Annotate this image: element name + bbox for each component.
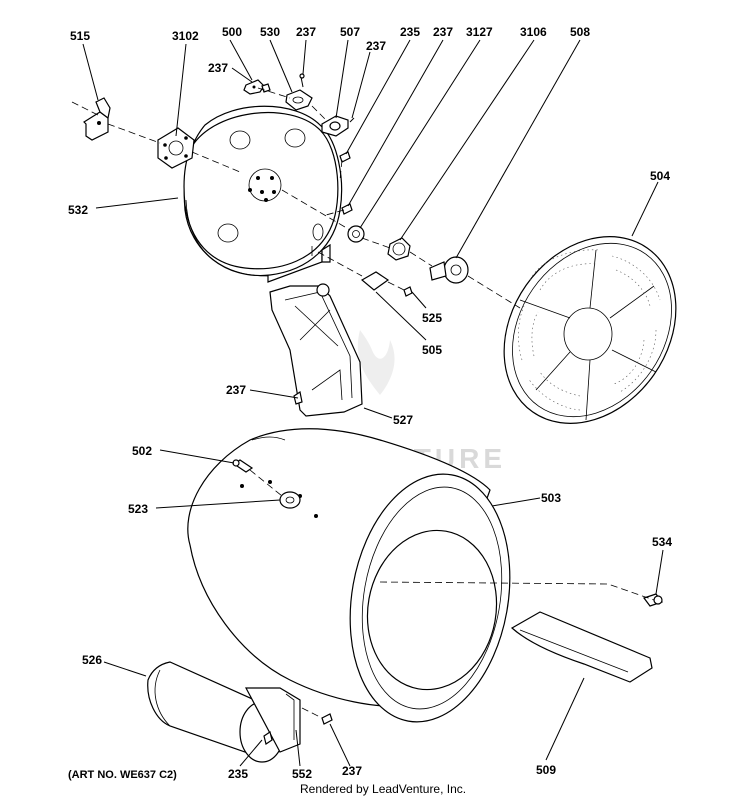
part-labels: 515 3102 500 530 237 507 237 235 237 312… [68, 25, 672, 781]
label-507: 507 [340, 25, 360, 39]
alignment-lines [71, 87, 655, 719]
label-237-top: 237 [296, 25, 316, 39]
label-237-bottom: 237 [342, 764, 362, 778]
label-237-left: 237 [208, 61, 228, 75]
rear-bulkhead[interactable] [183, 105, 343, 283]
label-504: 504 [650, 169, 670, 183]
baffle-509[interactable] [510, 611, 653, 683]
front-drum-cover-504[interactable] [469, 203, 712, 456]
label-502: 502 [132, 444, 152, 458]
label-515: 515 [70, 29, 90, 43]
bearing-plate-3102[interactable] [157, 127, 195, 169]
clip-500[interactable] [243, 79, 265, 95]
pad-505[interactable] [360, 271, 390, 291]
art-number: (ART NO. WE637 C2) [68, 769, 177, 781]
washer-3127[interactable] [347, 225, 365, 243]
label-237-bracket: 237 [226, 383, 246, 397]
label-523: 523 [128, 502, 148, 516]
label-505: 505 [422, 343, 442, 357]
screw-237-c[interactable] [341, 203, 353, 215]
label-3127: 3127 [466, 25, 493, 39]
label-3106: 3106 [520, 25, 547, 39]
label-532: 532 [68, 203, 88, 217]
label-503: 503 [541, 491, 561, 505]
drum-503[interactable] [187, 428, 529, 735]
bracket-527[interactable] [269, 283, 363, 417]
label-534: 534 [652, 535, 672, 549]
plate-530[interactable] [285, 89, 313, 111]
bearing-3106[interactable] [387, 237, 411, 261]
label-508: 508 [570, 25, 590, 39]
label-237-b: 237 [366, 39, 386, 53]
washer-523[interactable] [279, 491, 301, 509]
label-235-top: 235 [400, 25, 420, 39]
label-500: 500 [222, 25, 242, 39]
label-3102: 3102 [172, 29, 199, 43]
shaft-508[interactable] [429, 256, 469, 284]
duct-526[interactable] [147, 661, 301, 763]
screw-525[interactable] [403, 286, 413, 297]
bracket-515[interactable] [83, 97, 111, 141]
screw-237-left[interactable] [261, 83, 271, 93]
label-552: 552 [292, 767, 312, 781]
label-527: 527 [393, 413, 413, 427]
screw-235-top[interactable] [339, 151, 351, 163]
label-526: 526 [82, 653, 102, 667]
footer-credit: Rendered by LeadVenture, Inc. [300, 782, 466, 796]
screw-235-bottom[interactable] [263, 731, 273, 745]
label-235-bottom: 235 [228, 767, 248, 781]
label-509: 509 [536, 763, 556, 777]
label-525: 525 [422, 311, 442, 325]
leader-lines [82, 39, 664, 767]
label-530: 530 [260, 25, 280, 39]
sensor-507[interactable] [321, 115, 355, 137]
screw-237-bottom[interactable] [321, 713, 333, 725]
screw-237-top[interactable] [299, 73, 305, 88]
label-237-c: 237 [433, 25, 453, 39]
